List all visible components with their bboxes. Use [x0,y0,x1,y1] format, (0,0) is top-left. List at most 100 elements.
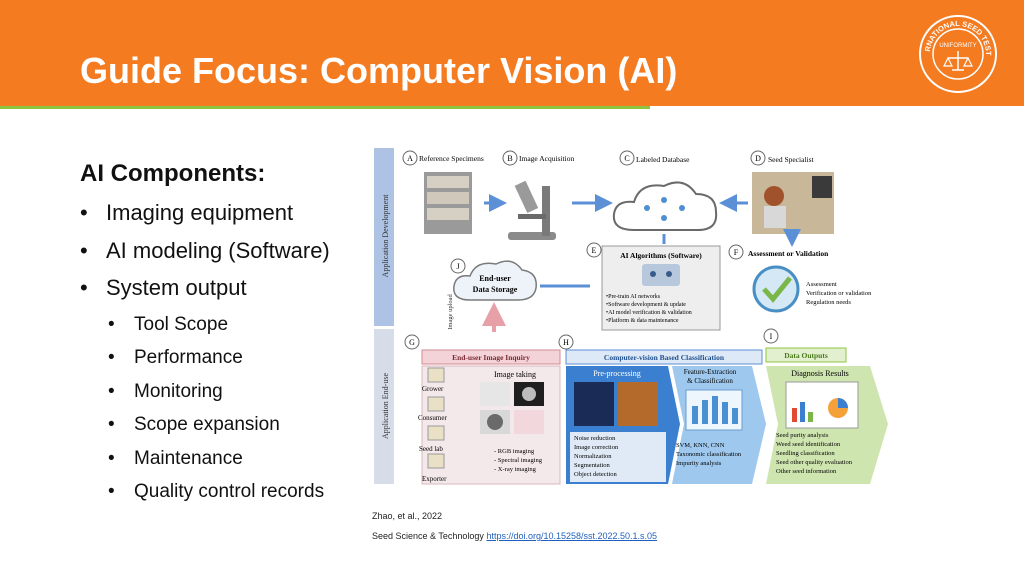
step-g-letter: G [409,338,415,347]
classifier-item: SVM, KNN, CNN [676,442,725,449]
output-subitem: Scope expansion [108,412,324,445]
neural-network-icon [685,389,743,431]
labeled-database-label: Labeled Database [636,155,690,164]
preprocessing-item: Noise reduction [574,435,616,442]
data-outputs-header [765,347,847,363]
workflow-diagram: Application Development Application End-… [374,148,888,485]
imaging-mode: - Spectral imaging [494,457,543,464]
assessment-note: Verification or validation [806,290,872,297]
seed-specialist-label: Seed Specialist [768,155,815,164]
output-item: Seed other quality evaluation [776,459,853,466]
preprocessing-item: Image correction [574,444,619,451]
step-f-letter: F [734,248,739,257]
component-item: System output [80,273,330,311]
assessment-note: Regulation needs [806,299,851,306]
results-chart-icon [785,381,859,429]
step-j-badge [450,258,466,274]
step-g-badge [404,334,420,350]
feature-extraction-line1: Feature-Extraction [684,368,737,376]
preprocessing-item: Segmentation [574,462,610,469]
classification-label: Computer-vision Based Classification [604,353,725,362]
image-upload-label: Image upload [447,293,454,329]
reference-specimens-label: Reference Specimens [419,154,484,163]
cloud-database-icon [612,181,718,231]
storage-cloud-icon [453,260,537,301]
component-item: Imaging equipment [80,198,330,236]
classifier-item: Taxonomic classification [676,451,742,458]
user-label: Consumer [418,414,447,422]
step-i-letter: I [770,332,773,341]
step-i-badge [763,328,779,344]
ai-bullet: •Pre-train AI networks [606,294,661,300]
step-c-badge [619,150,635,166]
output-sublist: Tool Scope Performance Monitoring Scope … [108,312,324,512]
ai-bullet: •Software development & update [606,301,686,308]
enduse-section-label: Application End-use [381,373,390,439]
ai-robot-icon [642,264,680,286]
dev-section-label: Application Development [381,194,390,278]
image-taking-label: Image taking [494,370,536,379]
step-h-badge [558,334,574,350]
output-subitem: Performance [108,345,324,378]
user-label: Exporter [422,475,447,483]
image-acquisition-label: Image Acquisition [519,154,574,163]
page-title: Guide Focus: Computer Vision (AI) [80,50,678,91]
citation-doi-link[interactable]: https://doi.org/10.15258/sst.2022.50.1.s… [486,531,658,541]
assessment-label: Assessment or Validation [748,249,829,258]
ista-seal-icon: INTERNATIONAL SEED TESTING UNIFORMITY [918,14,997,93]
output-subitem: Quality control records [108,479,324,512]
image-inquiry-header [421,349,561,365]
data-storage-line2: Data Storage [473,285,518,294]
step-f-badge [728,244,744,260]
ai-algorithms-label: AI Algorithms (Software) [620,251,702,260]
assessment-note: Assessment [806,281,837,288]
network-nodes-icon [644,197,685,221]
output-subitem: Tool Scope [108,312,324,345]
preprocessing-item: Normalization [574,453,612,460]
ai-algorithms-box [601,245,721,331]
diagnosis-results-label: Diagnosis Results [791,369,849,378]
step-e-letter: E [592,246,597,255]
step-c-letter: C [624,154,629,163]
citation-source: Seed Science & Technology https://doi.or… [372,531,657,541]
step-j-letter: J [456,262,459,271]
checkmark-gear-icon [752,265,800,313]
seal-ring-text: INTERNATIONAL SEED TESTING [918,14,993,56]
data-outputs-label: Data Outputs [784,351,828,360]
citation-author: Zhao, et al., 2022 [372,511,443,521]
step-d-letter: D [755,154,761,163]
output-item: Weed seed identification [776,441,841,448]
enduse-section-bar [374,329,394,484]
dev-section-bar [374,148,394,326]
title-bar [0,0,1024,106]
output-item: Other seed information [776,468,837,475]
classifier-item: Impurity analysis [676,460,722,467]
step-a-letter: A [407,154,413,163]
step-e-badge [586,242,602,258]
seed-images-icon [480,382,544,434]
svg-text:INTERNATIONAL SEED TESTING: INTERNATIONAL SEED TESTING [918,14,993,56]
image-inquiry-label: End-user Image Inquiry [452,353,530,362]
step-h-letter: H [563,338,569,347]
specimen-shelf-icon [424,172,472,234]
output-subitem: Monitoring [108,379,324,412]
step-b-badge [502,150,518,166]
step-a-badge [402,150,418,166]
user-icons [427,367,445,469]
user-label: Seed lab [419,445,443,453]
specialist-photo-icon [752,172,834,234]
title-underline [0,106,650,109]
step-d-badge [750,150,766,166]
preprocessing-images-icon [574,382,658,426]
components-list: Imaging equipment AI modeling (Software)… [80,198,330,311]
step-b-letter: B [507,154,512,163]
preprocessing-item: Object detection [574,471,618,478]
component-item: AI modeling (Software) [80,236,330,274]
classification-header [565,349,763,365]
preprocessing-list-box [570,432,666,482]
ai-bullet: •Platform & data maintenance [606,317,679,324]
microscope-icon [508,180,556,240]
seal-center-text: UNIFORMITY [939,43,976,49]
data-storage-line1: End-user [479,274,511,283]
components-heading: AI Components: [80,160,266,187]
